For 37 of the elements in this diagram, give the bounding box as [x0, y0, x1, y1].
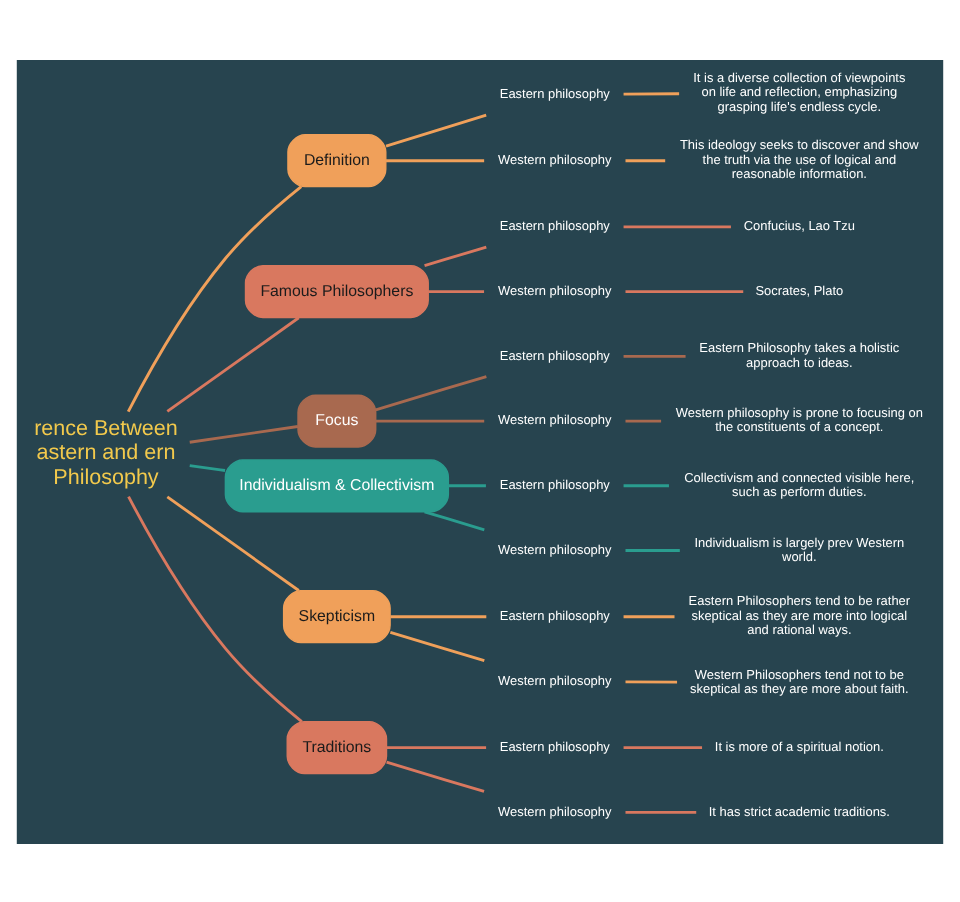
node-box: Skepticism	[282, 589, 391, 643]
connector	[625, 809, 697, 813]
connector	[448, 483, 486, 487]
connector	[386, 759, 485, 792]
connector	[385, 112, 487, 147]
connector	[375, 418, 485, 422]
connector	[623, 224, 731, 228]
connector	[166, 315, 300, 412]
connector	[386, 745, 487, 749]
connector	[127, 494, 303, 722]
connector	[623, 483, 669, 487]
connector	[623, 614, 675, 618]
connector	[375, 374, 487, 411]
connector	[126, 184, 303, 412]
connector	[189, 463, 226, 471]
connector	[623, 91, 680, 95]
connector	[625, 679, 678, 683]
connector	[166, 494, 300, 591]
node-box: Definition	[287, 133, 387, 187]
connector	[389, 630, 485, 662]
connector	[625, 158, 666, 162]
connector	[424, 509, 485, 531]
connector	[390, 614, 487, 618]
connector	[189, 424, 299, 443]
connector	[625, 289, 744, 293]
node-box: Individualism & Collectivism	[224, 458, 450, 512]
node-box: Traditions	[286, 720, 388, 774]
connector	[428, 289, 485, 293]
connector	[386, 158, 485, 162]
node-text: rence Between astern and ern Philosophy	[34, 415, 178, 489]
connector	[623, 745, 703, 749]
node-box: Famous Philosophers	[244, 264, 429, 318]
connector	[623, 353, 686, 357]
connector	[424, 244, 487, 267]
connector	[625, 548, 680, 551]
connector	[625, 418, 662, 422]
node-box: Focus	[297, 393, 377, 447]
